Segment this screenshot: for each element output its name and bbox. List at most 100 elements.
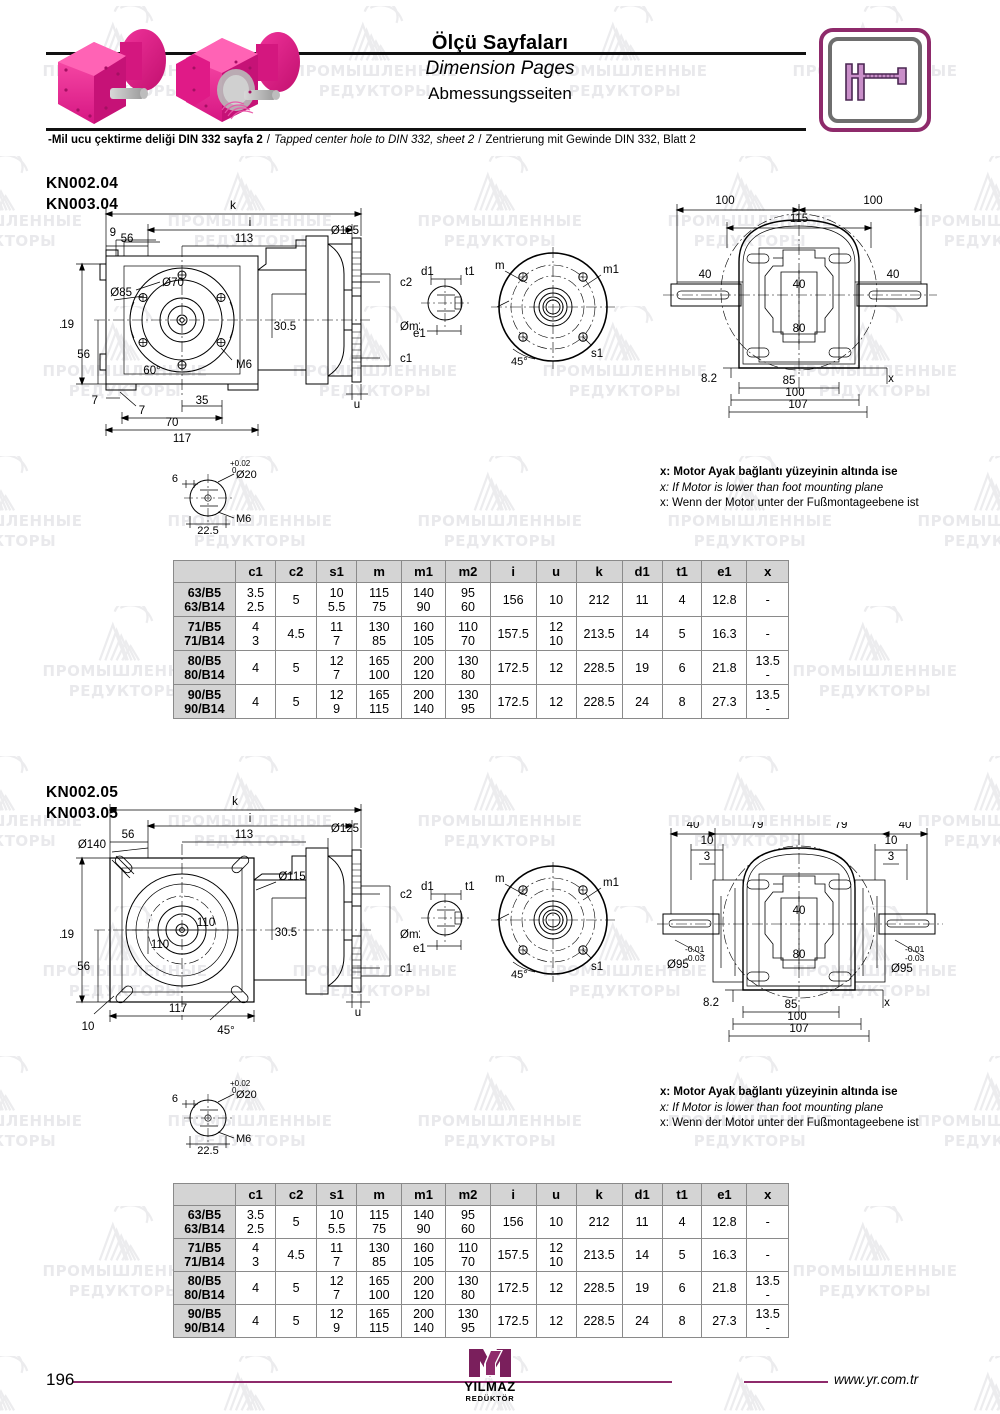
website-url[interactable]: www.yr.com.tr <box>834 1372 919 1387</box>
cell-c2: 4.5 <box>275 1238 317 1272</box>
shaft-tol-lower: 0 <box>232 466 237 475</box>
th-m1: m1 <box>400 1183 447 1206</box>
cell-d1: 19 <box>621 650 663 685</box>
cell-c1: 4 <box>234 1271 277 1305</box>
row-label-71: 71/B5 71/B14 <box>173 1238 236 1272</box>
cell-c1: 3.5 2.5 <box>234 582 277 617</box>
th-i: i <box>489 1183 537 1206</box>
table-row: 63/B5 63/B14 3.5 2.5 5 10 5.5 115 75 140 <box>173 582 789 617</box>
dim-d95-right: Ø95 <box>891 963 913 975</box>
cell-t1: 5 <box>661 616 703 651</box>
cell-c2: 5 <box>275 650 317 685</box>
caliper-badge-inner <box>828 37 922 123</box>
xnote-kn05-en: x: If Motor is lower than foot mounting … <box>660 1101 884 1114</box>
cell-t1: 4 <box>661 582 703 617</box>
xnote-kn04-en: x: If Motor is lower than foot mounting … <box>660 481 884 494</box>
cell-i: 157.5 <box>489 1238 537 1272</box>
row-label-90: 90/B5 90/B14 <box>173 684 236 719</box>
dim-45deg: 45° <box>217 1025 234 1037</box>
cell-e1: 12.8 <box>701 1205 748 1239</box>
dim-om2: Øm2 <box>400 929 420 941</box>
header-subnote-tr: -Mil ucu çektirme deliği DIN 332 sayfa 2 <box>48 134 263 146</box>
th-c2: c2 <box>275 1183 317 1206</box>
logo-company-sub: REDÜKTÖR <box>465 1394 515 1403</box>
th-t1: t1 <box>661 1183 703 1206</box>
dim-117: 117 <box>169 1003 187 1015</box>
dim-x-marker: x <box>884 997 890 1009</box>
tol-lower-left: -0.03 <box>685 953 705 963</box>
table-header-row: c1 c2 s1 m m1 m2 i u k d1 t1 e1 x <box>173 560 789 583</box>
th-m1: m1 <box>400 560 447 583</box>
dim-110-outer: 110 <box>197 917 215 929</box>
th-d1: d1 <box>621 560 663 583</box>
cell-c1: 4 <box>234 650 277 685</box>
cell-d1: 24 <box>621 1304 663 1338</box>
dim-100-left: 100 <box>715 195 734 207</box>
page-number: 196 <box>46 1370 75 1389</box>
dim-85: 85 <box>783 375 796 387</box>
cell-i: 157.5 <box>489 616 537 651</box>
tol-upper-right: -0.01 <box>905 944 925 954</box>
dim-e1: e1 <box>413 943 426 955</box>
dim-s1: s1 <box>591 961 603 973</box>
dim-m: m <box>495 873 505 885</box>
section-code-kn05-line2: KN003.05 <box>46 805 119 822</box>
cell-i: 172.5 <box>489 650 537 685</box>
cell-x: - <box>746 1238 789 1272</box>
cell-m: 115 75 <box>356 1205 402 1239</box>
cell-t1: 8 <box>661 684 703 719</box>
xnote-kn05: x: Motor Ayak bağlantı yüzeyinin altında… <box>660 1085 919 1132</box>
dim-m1: m1 <box>603 264 619 276</box>
cell-m1: 200 140 <box>400 1304 447 1338</box>
cell-t1: 6 <box>661 1271 703 1305</box>
product-photo-right <box>176 32 300 122</box>
drawing-kn04-rear-view: 100 100 115 40 40 40 80 8.2 85 100 107 x <box>663 195 937 418</box>
cell-d1: 19 <box>621 1271 663 1305</box>
cell-m: 130 85 <box>356 1238 402 1272</box>
dim-7-bottom: 7 <box>139 405 145 417</box>
dim-56-top: 56 <box>121 233 134 245</box>
cell-c1: 3.5 2.5 <box>234 1205 277 1239</box>
cell-m2: 130 95 <box>445 684 491 719</box>
dim-9: 9 <box>110 227 116 239</box>
cell-k: 228.5 <box>575 1304 623 1338</box>
cell-m: 165 115 <box>356 1304 402 1338</box>
drawing-kn04-shaft-detail: 6 Ø20 M6 22.5 +0.02 0 <box>172 459 257 537</box>
drawing-kn05-shaft-detail: 6 Ø20 M6 22.5 +0.02 0 <box>172 1079 257 1157</box>
table-row: 80/B5 80/B14 4 5 12 7 165 100 200 120 <box>173 1271 789 1305</box>
cell-m: 165 100 <box>356 1271 402 1305</box>
cell-u: 12 <box>535 1271 577 1305</box>
cell-e1: 21.8 <box>701 650 748 685</box>
cell-d1: 11 <box>621 1205 663 1239</box>
cell-x: 13.5 - <box>746 684 789 719</box>
cell-t1: 4 <box>661 1205 703 1239</box>
dim-30-5: 30.5 <box>275 927 297 939</box>
th-u: u <box>535 560 577 583</box>
cell-u: 12 <box>535 1304 577 1338</box>
dim-d115: Ø115 <box>278 871 305 883</box>
dim-40-right: 40 <box>887 269 900 281</box>
dim-3-right: 3 <box>888 851 894 863</box>
cell-m2: 95 60 <box>445 1205 491 1239</box>
cell-s1: 10 5.5 <box>315 582 358 617</box>
dim-d1: d1 <box>421 266 434 278</box>
cell-m2: 130 80 <box>445 1271 491 1305</box>
table-row: 63/B5 63/B14 3.5 2.5 5 10 5.5 115 75 140 <box>173 1205 789 1239</box>
cell-c2: 5 <box>275 1205 317 1239</box>
drawing-kn04-flange-view: d1 t1 e1 m m1 s1 45° <box>413 247 619 369</box>
dim-45deg: 45° <box>511 356 528 368</box>
cell-m1: 160 105 <box>400 616 447 651</box>
cell-x: 13.5 - <box>746 650 789 685</box>
drawing-kn05-side-view: k i 56 113 Ø125 Ø140 Ø115 110 110 119 56… <box>60 796 420 1037</box>
caliper-badge <box>819 28 931 132</box>
cell-t1: 5 <box>661 1238 703 1272</box>
dim-79-left: 79 <box>751 822 764 831</box>
header-rule-bottom <box>46 128 806 131</box>
th-m: m <box>356 1183 402 1206</box>
dim-40-center: 40 <box>793 279 806 291</box>
subnote-separator-2: / <box>478 134 482 146</box>
dim-u: u <box>355 1007 361 1019</box>
footer-rule-left <box>72 1381 672 1383</box>
th-x: x <box>746 560 789 583</box>
cell-i: 172.5 <box>489 684 537 719</box>
